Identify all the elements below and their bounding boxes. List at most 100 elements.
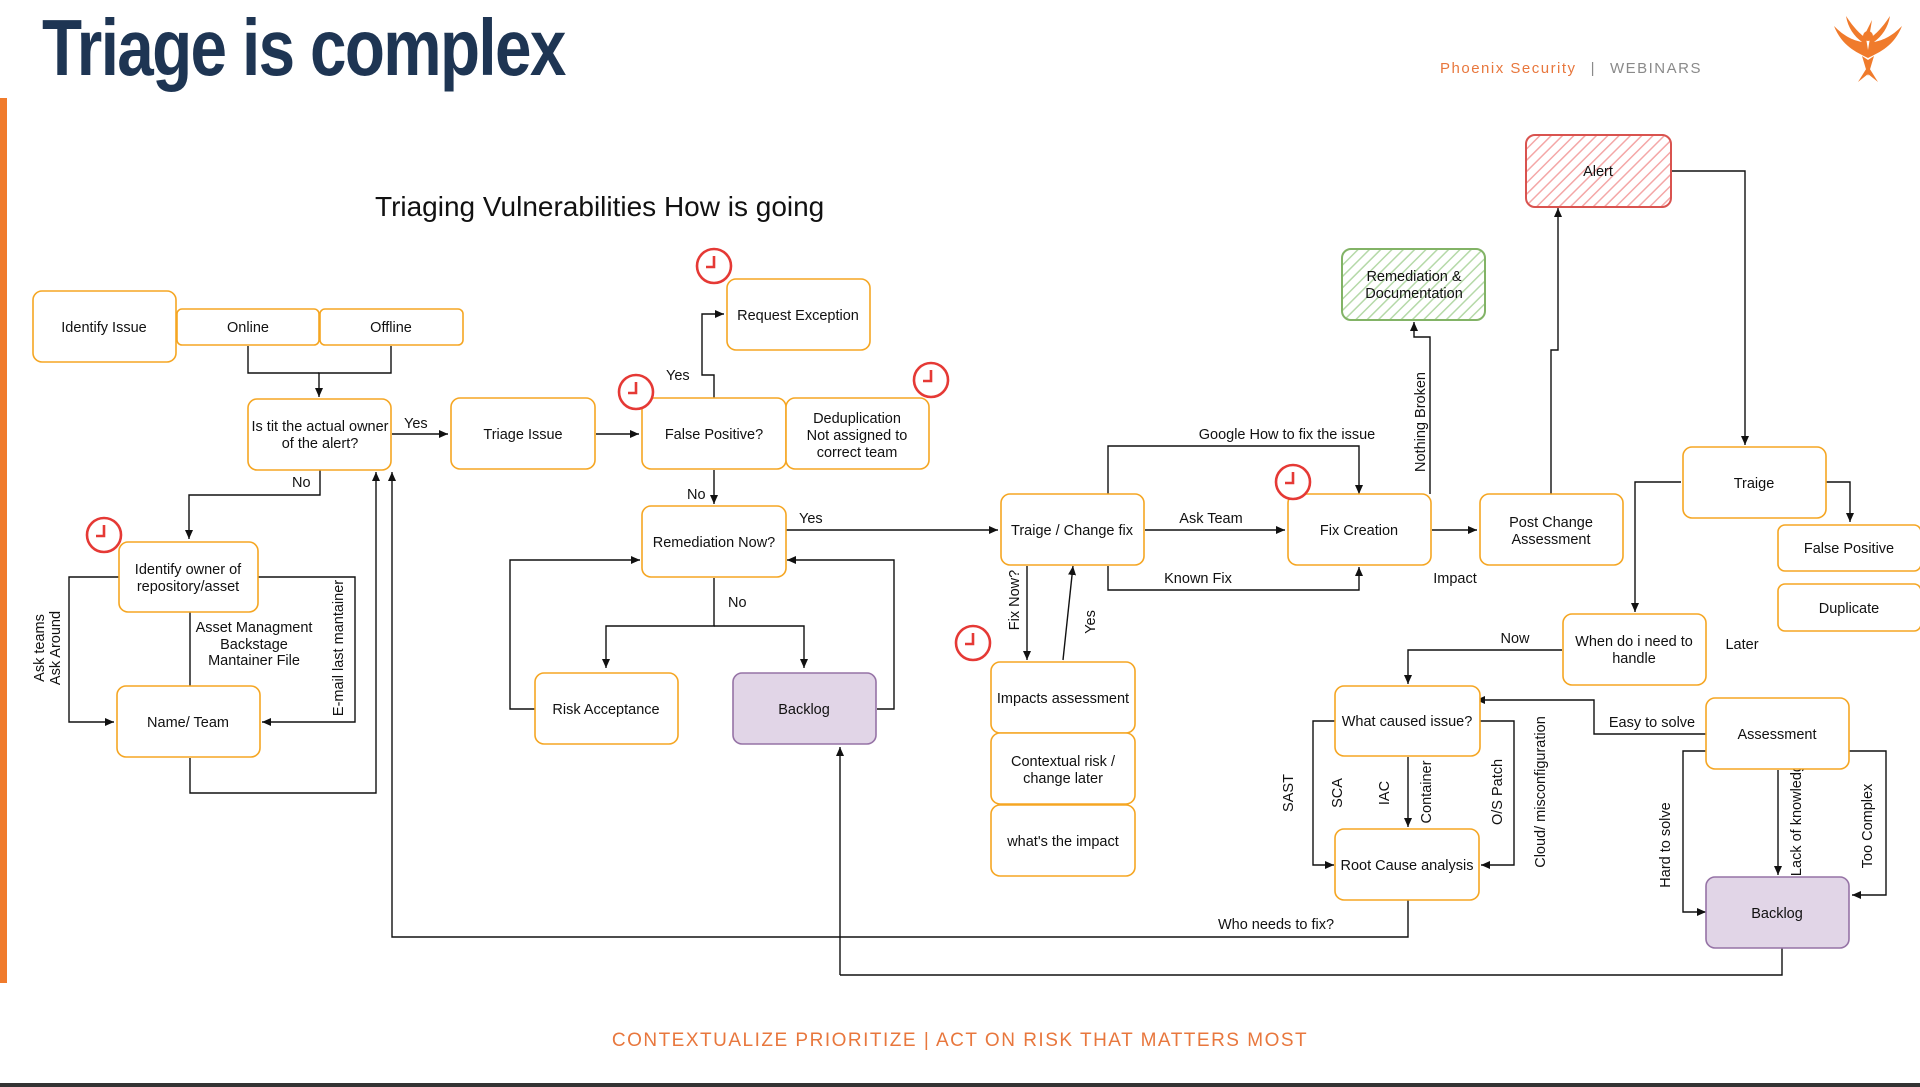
node-assessment: Assessment: [1705, 697, 1850, 770]
nodes: Identify Issue Online Offline Is tit the…: [32, 134, 1920, 949]
node-whats-impact: what's the impact: [990, 804, 1136, 877]
node-triage-change-fix: Traige / Change fix: [1000, 493, 1145, 566]
node-false-positive-label: False Positive: [1804, 541, 1894, 557]
edge-label-easy-to-solve: Easy to solve: [1609, 715, 1695, 731]
edge-label-fix-now: Fix Now?: [1007, 570, 1023, 630]
edge-label-email-maintainer: E-mail last mantainer: [331, 580, 347, 716]
clock-icon: [617, 373, 655, 411]
node-triage-right-label: Traige: [1734, 476, 1775, 492]
node-identify-issue: Identify Issue: [32, 290, 177, 363]
node-when-handle-line1: When do i need to: [1575, 634, 1693, 650]
node-online-label: Online: [227, 320, 269, 336]
node-name-team-label: Name/ Team: [147, 715, 229, 731]
diagram-title: Triaging Vulnerabilities How is going: [375, 191, 824, 222]
edge-label-ask-team: Ask Team: [1179, 511, 1242, 527]
node-remediation-documentation-line1: Remediation &: [1366, 269, 1461, 285]
edge-label-no-remediation: No: [728, 595, 747, 611]
node-online: Online: [176, 308, 320, 346]
node-owner-question: Is tit the actual owner of the alert?: [247, 398, 392, 471]
footer-tagline: CONTEXTUALIZE PRIORITIZE | ACT ON RISK T…: [611, 1030, 1309, 1051]
phoenix-logo-icon: [1834, 16, 1902, 82]
edge-label-impact: Impact: [1433, 571, 1477, 587]
node-what-caused-label: What caused issue?: [1342, 714, 1473, 730]
node-when-handle-line2: handle: [1612, 651, 1656, 667]
node-when-handle: When do i need to handle: [1562, 613, 1707, 686]
edge-label-asset-mgmt-2: Backstage: [220, 637, 288, 653]
edge-label-nothing-broken: Nothing Broken: [1413, 372, 1429, 472]
edge-label-who-needs-fix: Who needs to fix?: [1218, 917, 1334, 933]
node-remediation-documentation-line2: Documentation: [1365, 286, 1463, 302]
node-backlog-left: Backlog: [732, 672, 877, 745]
triage-flow-diagram: Triaging Vulnerabilities How is going: [32, 134, 1920, 976]
node-triage-right: Traige: [1682, 446, 1827, 519]
node-triage-issue-label: Triage Issue: [483, 427, 562, 443]
node-remediation-now: Remediation Now?: [641, 505, 787, 578]
webinars-label: WEBINARS: [1609, 60, 1702, 77]
node-identify-owner-line2: repository/asset: [137, 579, 239, 595]
node-root-cause: Root Cause analysis: [1334, 828, 1480, 901]
node-root-cause-label: Root Cause analysis: [1341, 858, 1474, 874]
node-offline: Offline: [319, 308, 464, 346]
clock-icon: [85, 516, 123, 554]
edge-label-asset-mgmt-1: Asset Managment: [196, 620, 313, 636]
node-offline-label: Offline: [370, 320, 412, 336]
edge-label-iac: IAC: [1377, 781, 1393, 805]
clock-icon: [695, 247, 733, 285]
node-deduplication-line2: Not assigned to: [807, 428, 908, 444]
node-deduplication-line1: Deduplication: [813, 411, 901, 427]
edge-label-ask-teams-2: Ask Around: [48, 611, 64, 685]
node-fix-creation-label: Fix Creation: [1320, 523, 1398, 539]
edge-label-no-owner: No: [292, 475, 311, 491]
node-risk-acceptance: Risk Acceptance: [534, 672, 679, 745]
node-post-change-assessment-line2: Assessment: [1512, 532, 1591, 548]
node-false-positive-question-label: False Positive?: [665, 427, 763, 443]
edge-label-lack-of-knowledge: Lack of knowledge: [1789, 756, 1805, 876]
node-identify-owner: Identify owner of repository/asset: [118, 541, 259, 613]
edge-label-container: Container: [1419, 760, 1435, 823]
edge-label-sast: SAST: [1281, 774, 1297, 812]
brand-name: Phoenix Security: [1440, 60, 1577, 77]
node-owner-question-line2: of the alert?: [282, 436, 359, 452]
node-contextual-risk-line1: Contextual risk /: [1011, 754, 1116, 770]
node-alert: Alert: [1525, 134, 1672, 208]
edge-label-asset-mgmt-3: Mantainer File: [208, 653, 300, 669]
edge-label-yes-remediation: Yes: [799, 511, 823, 527]
node-risk-acceptance-label: Risk Acceptance: [552, 702, 659, 718]
edge-label-ask-teams-1: Ask teams: [32, 614, 48, 682]
edge-label-sca: SCA: [1330, 778, 1346, 808]
node-remediation-now-label: Remediation Now?: [653, 535, 776, 551]
node-identify-issue-label: Identify Issue: [61, 320, 146, 336]
edge-label-yes-owner: Yes: [404, 416, 428, 432]
node-backlog-right: Backlog: [1705, 876, 1850, 949]
node-request-exception-label: Request Exception: [737, 308, 859, 324]
accent-side-bar: [0, 98, 7, 983]
node-post-change-assessment: Post Change Assessment: [1479, 493, 1624, 566]
bottom-divider: [0, 1083, 1920, 1087]
edge-label-cloud-misconfig: Cloud/ misconfiguration: [1533, 716, 1549, 868]
node-deduplication: Deduplication Not assigned to correct te…: [785, 397, 930, 470]
edge-label-hard-to-solve: Hard to solve: [1658, 802, 1674, 887]
clock-icon: [954, 624, 992, 662]
edge-label-now: Now: [1500, 631, 1530, 647]
edge-label-yes-fp: Yes: [666, 368, 690, 384]
node-impacts-assessment-label: Impacts assessment: [997, 691, 1129, 707]
node-owner-question-line1: Is tit the actual owner: [251, 419, 388, 435]
clock-icon: [912, 361, 950, 399]
clock-icon: [1274, 463, 1312, 501]
node-backlog-left-label: Backlog: [778, 702, 830, 718]
node-contextual-risk-line2: change later: [1023, 771, 1103, 787]
edge-labels: Yes No Yes No Yes No Asset Managment Bac…: [32, 368, 1876, 933]
node-fix-creation: Fix Creation: [1287, 493, 1432, 566]
slide-title: Triage is complex: [42, 3, 566, 92]
node-assessment-label: Assessment: [1738, 727, 1817, 743]
connectors: [68, 170, 1887, 976]
edge-label-os-patch: O/S Patch: [1490, 759, 1506, 825]
edge-label-google-fix: Google How to fix the issue: [1199, 427, 1376, 443]
node-what-caused: What caused issue?: [1334, 685, 1481, 757]
node-deduplication-line3: correct team: [817, 445, 898, 461]
node-remediation-documentation: Remediation & Documentation: [1341, 248, 1486, 321]
edge-label-yes-fix: Yes: [1083, 610, 1099, 634]
node-triage-change-fix-label: Traige / Change fix: [1011, 523, 1134, 539]
node-alert-label: Alert: [1583, 164, 1613, 180]
node-false-positive: False Positive: [1777, 524, 1920, 572]
